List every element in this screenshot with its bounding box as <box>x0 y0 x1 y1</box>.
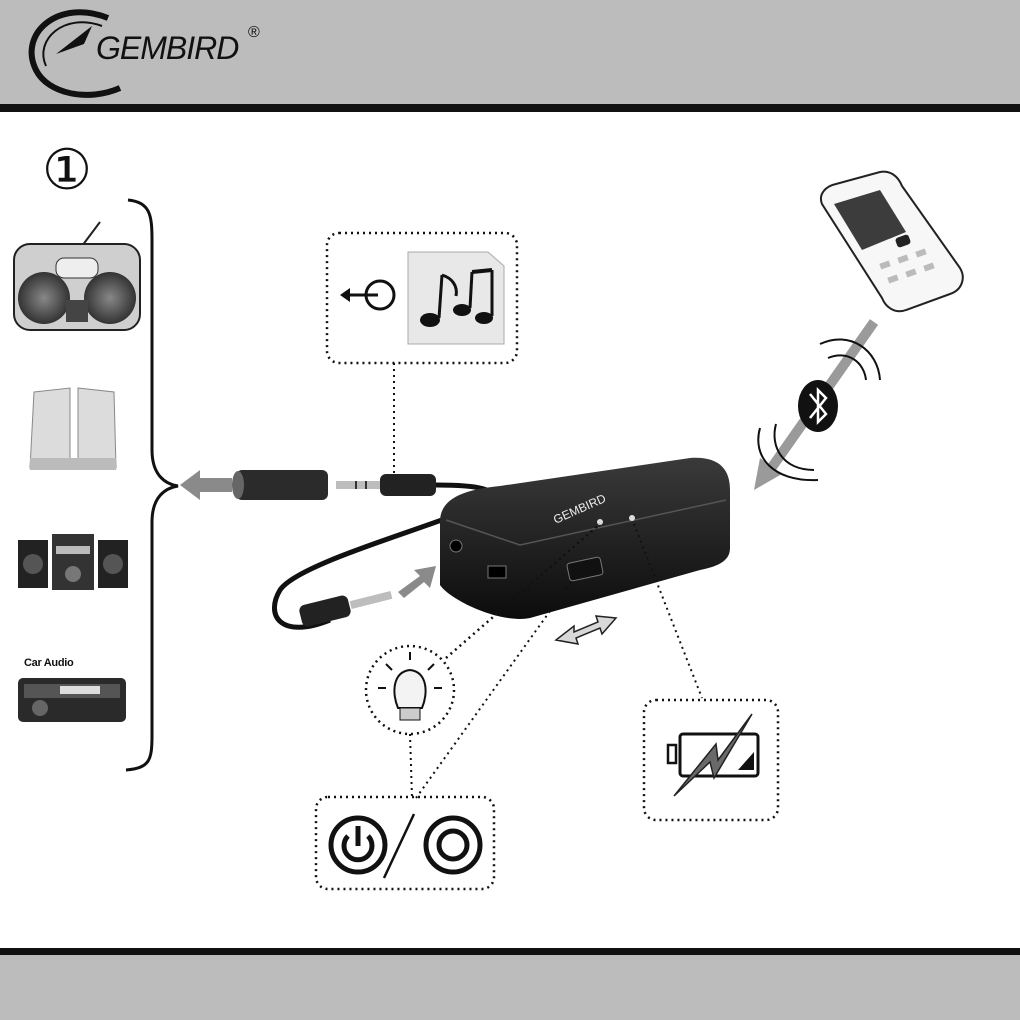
car-audio-icon <box>18 678 126 722</box>
slash-separator <box>384 814 414 878</box>
footer-bar <box>0 948 1020 1020</box>
music-notes-icon <box>408 252 504 344</box>
boombox-icon <box>14 222 140 330</box>
input-arrow-icon <box>398 566 436 598</box>
switch-slide-arrow-icon <box>556 616 616 644</box>
power-on-icon <box>331 818 385 872</box>
bluetooth-icon <box>798 380 838 432</box>
hifi-system-icon <box>18 534 128 590</box>
light-bulb-icon <box>378 652 442 720</box>
audio-out-icon <box>340 281 394 309</box>
output-arrow-icon <box>180 470 232 500</box>
battery-charging-icon <box>668 714 758 796</box>
audio-adapter-icon <box>232 470 436 500</box>
led-to-power-leader <box>410 734 412 798</box>
bluetooth-receiver-device <box>440 458 730 619</box>
power-off-icon <box>426 818 480 872</box>
speakers-icon <box>30 388 116 470</box>
car-audio-label: Car Audio <box>24 657 73 669</box>
mobile-phone-icon <box>821 172 963 312</box>
input-plug-icon <box>298 591 392 628</box>
